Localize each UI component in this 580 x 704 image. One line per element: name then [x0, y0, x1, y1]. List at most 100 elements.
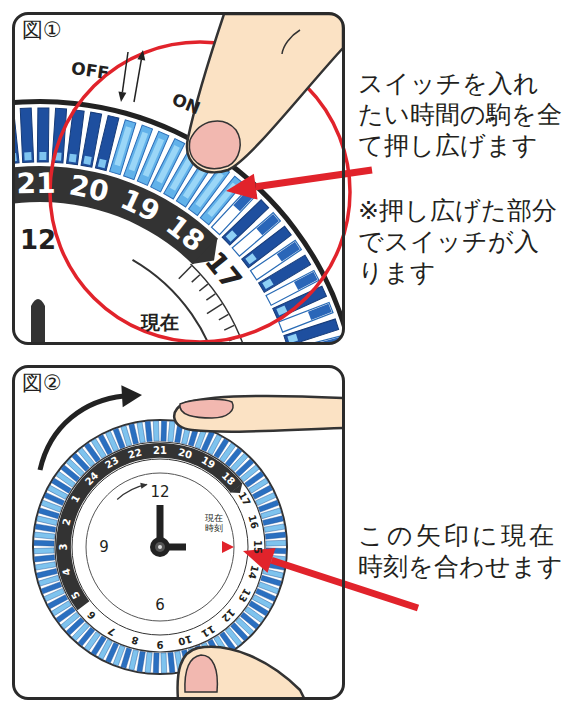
timer-dial	[33, 420, 287, 674]
clock-face	[72, 459, 248, 635]
pin-highlight	[69, 154, 77, 163]
current-time-marker	[222, 541, 234, 553]
pin	[153, 653, 159, 673]
number-ring	[55, 442, 265, 652]
instruction-text: スイッチを入れたい時間の駒を全て押し広げます	[358, 68, 564, 161]
on-arrow	[134, 60, 141, 102]
timer-pin	[266, 540, 286, 546]
timer-pin	[35, 562, 56, 570]
fingers	[174, 396, 343, 698]
pin	[161, 653, 167, 673]
timer-dial-closeup	[14, 99, 343, 343]
timer-pin	[37, 569, 58, 579]
pin	[145, 652, 152, 672]
pin	[161, 421, 167, 441]
pin	[35, 562, 56, 570]
pin-highlight	[287, 334, 298, 343]
direction-arrow-head	[140, 483, 147, 489]
hand-knob	[155, 542, 165, 552]
scale-tick	[224, 325, 234, 330]
thumb-nail	[185, 655, 218, 692]
hour-number: 15	[252, 540, 262, 554]
note-text: ※押し広げた部分でスイッチが入ります	[358, 195, 564, 288]
scale-tick	[206, 294, 215, 300]
rotate-arrow-head	[121, 385, 142, 407]
hand-knob	[150, 537, 170, 557]
pin	[266, 540, 286, 546]
pin	[168, 652, 175, 672]
pin	[137, 651, 145, 672]
pin-highlight	[226, 230, 237, 241]
timer-pin	[168, 421, 175, 441]
instruction-text: この矢印に現在時刻を合わせます	[358, 520, 564, 582]
timer-pin	[161, 421, 167, 441]
scale-tick	[192, 275, 200, 282]
pin-pushed	[288, 336, 343, 343]
figure-panel: 図②	[12, 365, 345, 700]
clock-number: 12	[150, 485, 169, 500]
hand-knob	[158, 545, 162, 549]
timer-pin	[34, 548, 54, 554]
switch-label: ON	[170, 91, 203, 118]
timer-pin	[34, 532, 54, 539]
timer-pin	[145, 652, 152, 672]
dial-rim	[14, 99, 343, 343]
figure-number: 図②	[22, 372, 62, 395]
pin	[34, 548, 54, 554]
pin	[168, 421, 175, 441]
finger-skin	[174, 396, 343, 432]
pin	[263, 516, 284, 526]
figure-panel: 図①	[12, 12, 345, 345]
timer-pin	[35, 524, 56, 532]
pin	[264, 524, 285, 532]
finger-skin	[187, 14, 343, 172]
pin	[37, 569, 58, 579]
finger-nail	[189, 121, 240, 168]
pin-highlight	[83, 156, 91, 165]
dial-rim	[33, 420, 287, 674]
pin	[137, 422, 145, 443]
pin-pressed	[20, 108, 33, 162]
pointer-arrow-head	[226, 174, 258, 200]
timer-pin	[37, 108, 49, 162]
timer-pin	[263, 516, 284, 526]
timer-pin	[153, 653, 159, 673]
timer-pin	[168, 652, 175, 672]
timer-pin	[20, 108, 33, 162]
timer-pin	[265, 532, 285, 539]
pin-highlight	[24, 152, 31, 160]
on-arrow-head	[137, 50, 145, 61]
clock-number: 12	[20, 227, 56, 253]
clock-number: 9	[99, 540, 109, 555]
pin-top	[256, 214, 279, 235]
thumb-skin	[178, 647, 305, 698]
pin-highlight	[98, 159, 107, 168]
finger	[187, 14, 343, 172]
hour-number: 21	[153, 446, 167, 456]
hour-number: 3	[59, 544, 69, 551]
pin-top	[277, 242, 300, 262]
scale-tick	[219, 314, 229, 319]
pin-highlight	[39, 152, 46, 160]
pin-top	[308, 304, 332, 320]
scale-tick	[207, 304, 222, 314]
figure-1-illustration	[14, 99, 343, 343]
timer-pin	[153, 421, 159, 441]
pin	[129, 424, 139, 445]
clock-number: 6	[155, 598, 165, 613]
marker-label: 現在	[141, 313, 179, 332]
finger-nail	[180, 399, 233, 418]
hour-number: 21	[16, 170, 55, 199]
night-band	[14, 166, 218, 280]
pin	[265, 532, 285, 539]
finger-crease	[282, 30, 300, 54]
pin	[34, 555, 54, 562]
timer-pin	[145, 421, 152, 441]
face-circle	[86, 473, 234, 621]
scale-tick	[199, 284, 208, 291]
off-arrow	[122, 52, 128, 92]
pin	[35, 524, 56, 532]
figure-number: 図①	[22, 19, 62, 42]
timer-pin	[34, 555, 54, 562]
